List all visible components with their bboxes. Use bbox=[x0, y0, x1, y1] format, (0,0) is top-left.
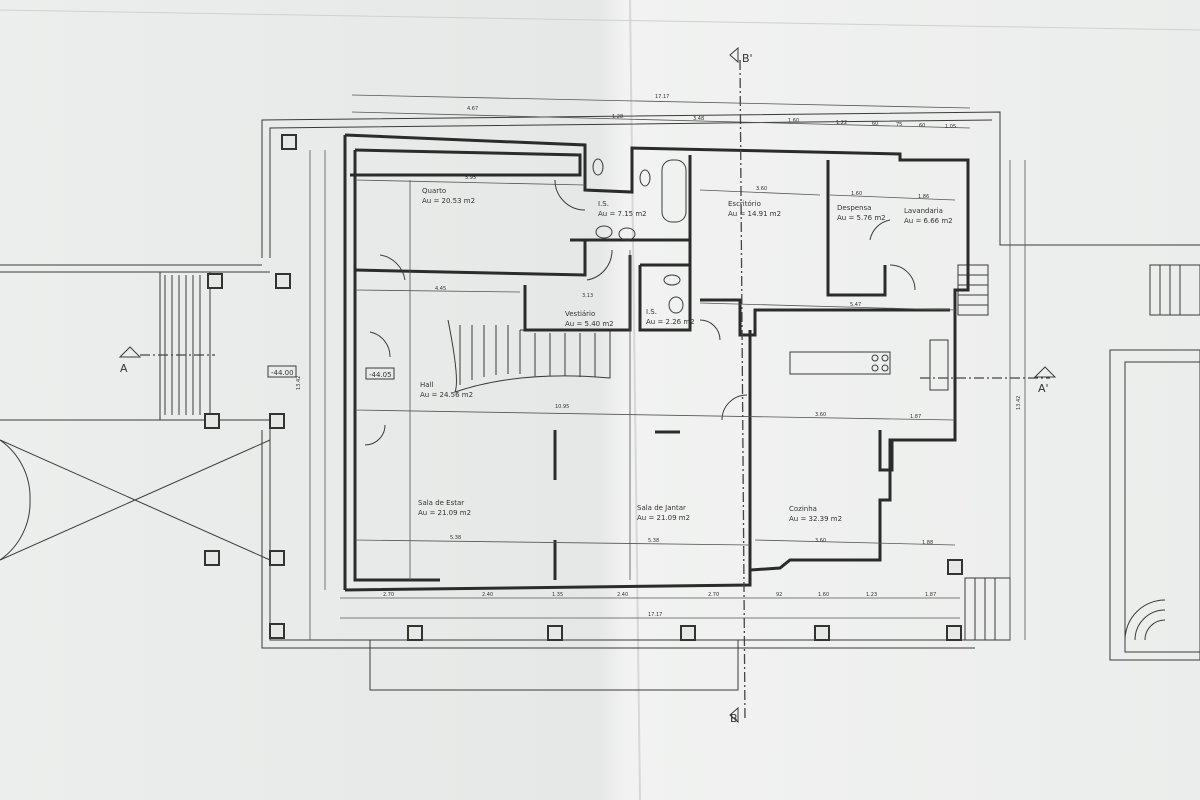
dimension-label: 60 bbox=[872, 121, 878, 127]
dimension-label: 5.47 bbox=[850, 302, 861, 308]
dimension-label: 13.42 bbox=[296, 376, 302, 390]
steps-right bbox=[957, 264, 1200, 641]
dimension-label: 2.40 bbox=[617, 592, 628, 598]
room-name-despensa: Despensa bbox=[837, 204, 871, 212]
dimension-label: 1.60 bbox=[788, 118, 799, 124]
dimension-label: 5.38 bbox=[450, 535, 461, 541]
section-lines bbox=[118, 46, 1057, 724]
terrace-outline bbox=[0, 111, 1200, 691]
dimension-label: 2.70 bbox=[708, 592, 719, 598]
level-marker-box bbox=[365, 367, 395, 380]
room-name-vestiario: Vestiário bbox=[565, 310, 595, 318]
bathroom-fixtures bbox=[592, 158, 687, 314]
dimension-label: 13.42 bbox=[1016, 396, 1022, 410]
dimension-label: 1.87 bbox=[925, 592, 936, 598]
dimension-label: 1.23 bbox=[866, 592, 877, 598]
dimension-label: 1.87 bbox=[910, 414, 921, 420]
interior-staircase bbox=[447, 319, 611, 393]
room-area-lavandaria: Au = 6.66 m2 bbox=[904, 217, 953, 225]
section-label-a-right: A' bbox=[1038, 382, 1049, 395]
dimension-label: 1.22 bbox=[836, 120, 847, 126]
dimension-label: 75 bbox=[896, 122, 902, 128]
dimension-label: 1.28 bbox=[612, 114, 623, 120]
level-marker: -44.05 bbox=[369, 371, 392, 379]
dimension-label: 1.05 bbox=[945, 124, 956, 130]
room-name-sala-jantar: Sala de Jantar bbox=[637, 504, 686, 512]
room-name-is: I.S. bbox=[598, 200, 609, 208]
dimension-label: 3.60 bbox=[815, 538, 826, 544]
dimension-label: 17.17 bbox=[655, 94, 669, 100]
dimension-label: 10.95 bbox=[555, 404, 569, 410]
room-area-escritorio: Au = 14.91 m2 bbox=[728, 210, 781, 218]
room-area-sala-jantar: Au = 21.09 m2 bbox=[637, 514, 690, 522]
dimension-label: 1.60 bbox=[818, 592, 829, 598]
level-marker: -44.00 bbox=[271, 369, 294, 377]
dimension-label: 2.40 bbox=[482, 592, 493, 598]
dimension-label: 3.13 bbox=[582, 293, 593, 299]
paper-edge bbox=[0, 9, 1200, 31]
section-label-b-bottom: B bbox=[730, 712, 738, 725]
dimension-texts: 17.17 4.67 1.28 3.48 1.60 1.22 60 75 60 … bbox=[296, 94, 1022, 618]
section-label-b-top: B' bbox=[742, 52, 753, 65]
dimension-label: 1.35 bbox=[552, 592, 563, 598]
room-labels: Quarto Au = 20.53 m2 I.S. Au = 7.15 m2 E… bbox=[418, 187, 953, 523]
dimension-label: 5.38 bbox=[648, 538, 659, 544]
dimension-label: 2.70 bbox=[383, 592, 394, 598]
columns bbox=[204, 134, 963, 641]
entry-steps-left bbox=[159, 271, 211, 421]
room-area-vestiario: Au = 5.40 m2 bbox=[565, 320, 614, 328]
dimension-label: 1.88 bbox=[922, 540, 933, 546]
room-area-despensa: Au = 5.76 m2 bbox=[837, 214, 886, 222]
room-area-is: Au = 7.15 m2 bbox=[598, 210, 647, 218]
dimension-label: 3.48 bbox=[693, 116, 704, 122]
section-label-a-left: A bbox=[120, 362, 128, 375]
room-name-cozinha: Cozinha bbox=[789, 505, 817, 513]
room-area-hall: Au = 24.56 m2 bbox=[420, 391, 473, 399]
dimension-label: 60 bbox=[919, 123, 925, 129]
room-name-is-small: I.S. bbox=[646, 308, 657, 316]
dimension-label: 1.60 bbox=[851, 191, 862, 197]
room-name-escritorio: Escritório bbox=[728, 200, 761, 208]
level-marker-box bbox=[267, 365, 297, 378]
dimension-label: 1.86 bbox=[918, 194, 929, 200]
dimension-label: 5.95 bbox=[465, 175, 476, 181]
room-area-cozinha: Au = 32.39 m2 bbox=[789, 515, 842, 523]
dimension-label: 4.45 bbox=[435, 286, 446, 292]
room-name-hall: Hall bbox=[420, 381, 433, 389]
room-name-quarto: Quarto bbox=[422, 187, 446, 195]
dimension-label: 92 bbox=[776, 592, 782, 598]
paper-fold bbox=[629, 0, 641, 800]
dimension-label: 3.60 bbox=[815, 412, 826, 418]
room-area-is-small: Au = 2.26 m2 bbox=[646, 318, 695, 326]
dimension-label: 4.67 bbox=[467, 106, 478, 112]
room-area-sala-estar: Au = 21.09 m2 bbox=[418, 509, 471, 517]
dimension-lines bbox=[309, 94, 1026, 640]
room-name-sala-estar: Sala de Estar bbox=[418, 499, 464, 507]
dimension-label: 17.17 bbox=[648, 612, 662, 618]
room-name-lavandaria: Lavandaria bbox=[904, 207, 943, 215]
room-area-quarto: Au = 20.53 m2 bbox=[422, 197, 475, 205]
dimension-label: 3.60 bbox=[756, 186, 767, 192]
